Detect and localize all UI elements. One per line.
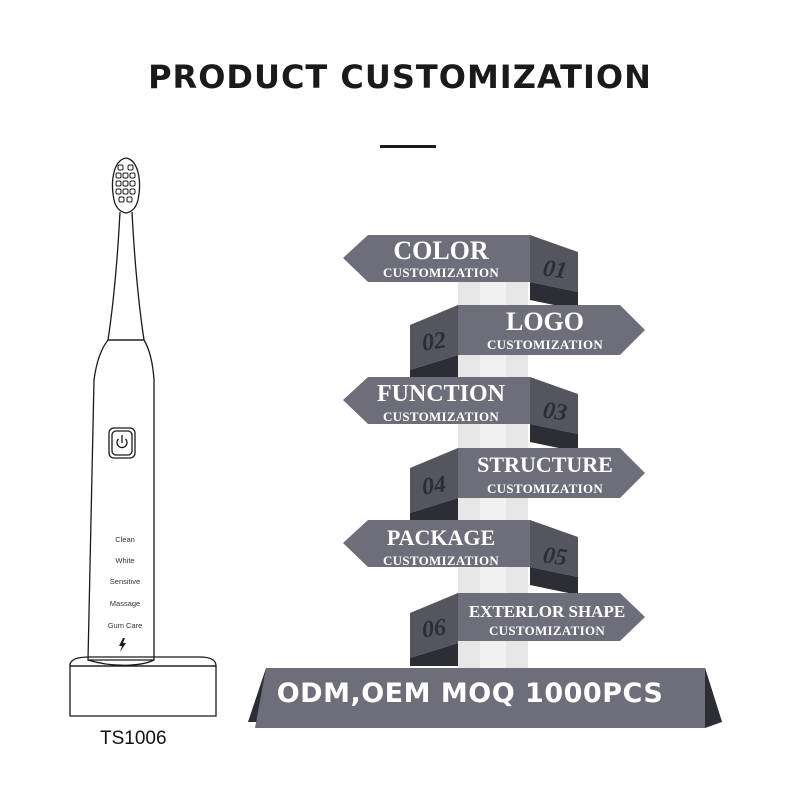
step-03-subtitle: CUSTOMIZATION [382,409,500,424]
step-06-title: EXTERLOR SHAPE [468,602,626,621]
moq-banner [248,668,722,728]
mode-label-white: White [115,556,135,565]
power-icon [116,435,128,449]
mode-label-gum-care: Gum Care [107,621,143,630]
step-06-block [410,593,645,666]
step-05-block [343,520,578,595]
step-01-subtitle: CUSTOMIZATION [382,265,500,280]
step-01-block [343,235,578,310]
step-04-block [410,448,645,523]
step-01-title: COLOR [393,236,489,265]
step-06-subtitle: CUSTOMIZATION [488,623,606,638]
step-02-block [410,305,645,380]
step-05-subtitle: CUSTOMIZATION [382,553,500,568]
page-title: PRODUCT CUSTOMIZATION [148,58,652,96]
lightning-icon [119,638,126,652]
moq-banner-text: ODM,OEM MOQ 1000PCS [276,678,664,709]
mode-label-massage: Massage [109,599,141,608]
step-02-title: LOGO [505,307,584,336]
step-03-block [343,377,578,452]
model-number: TS1006 [100,728,167,749]
step-03-title: FUNCTION [376,381,505,407]
step-04-title: STRUCTURE [477,452,613,477]
mode-label-sensitive: Sensitive [109,577,141,586]
toothbrush-illustration [69,157,217,717]
step-02-subtitle: CUSTOMIZATION [486,337,604,352]
step-05-title: PACKAGE [386,525,496,550]
title-divider [380,145,436,148]
step-04-subtitle: CUSTOMIZATION [486,481,604,496]
mode-label-clean: Clean [115,535,135,544]
